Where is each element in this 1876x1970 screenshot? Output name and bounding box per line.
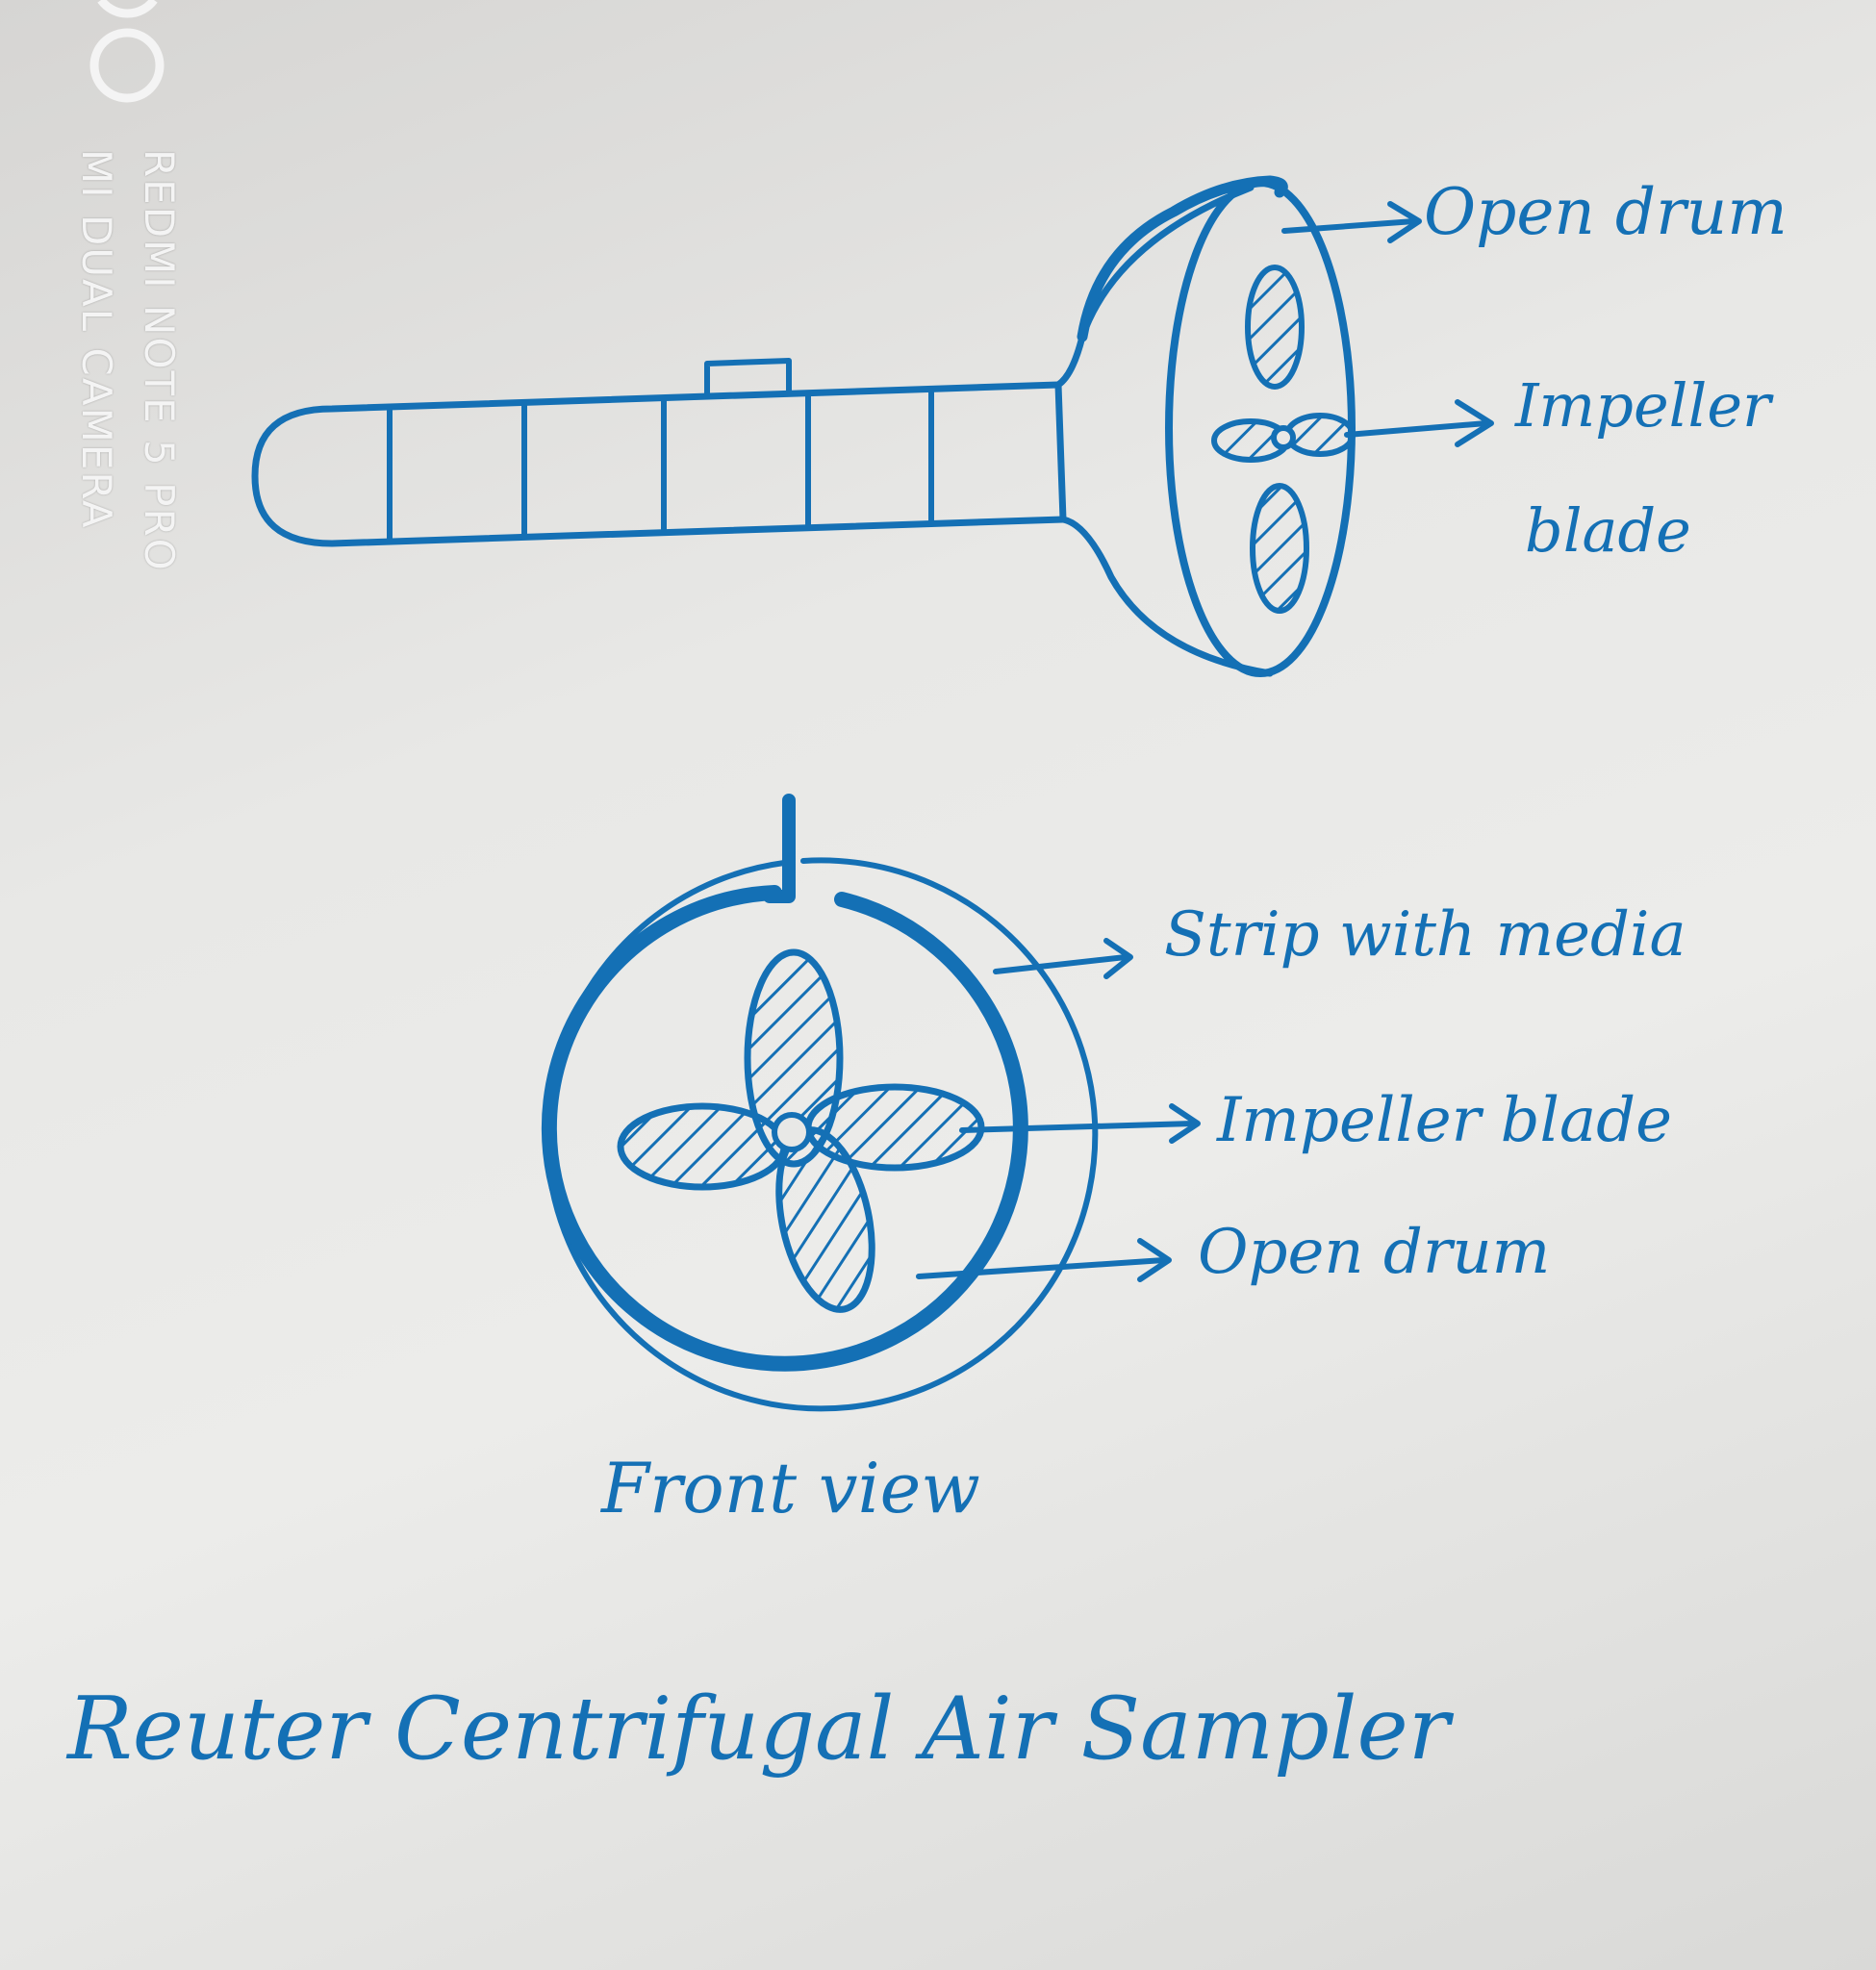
handle-switch [704, 358, 792, 399]
side-leaders [1281, 201, 1494, 447]
label-strip-with-media: Strip with media [1164, 899, 1686, 971]
front-leaders [916, 938, 1201, 1282]
sampler-drum-shell [1077, 175, 1288, 342]
watermark-ring-icon [89, 0, 165, 103]
label-open-drum-front: Open drum [1198, 1217, 1551, 1288]
sampler-neck [1054, 184, 1255, 389]
label-impeller-side-line2: blade [1525, 495, 1691, 566]
front-view-caption: Front view [601, 1448, 980, 1528]
side-impeller-blade [1211, 265, 1356, 614]
label-open-drum-side: Open drum [1424, 175, 1787, 249]
side-view-sampler [251, 175, 1494, 677]
front-view-sampler [541, 794, 1201, 1412]
diagram-title: Reuter Centrifugal Air Sampler [67, 1679, 1450, 1780]
media-strip [541, 885, 1028, 1372]
label-impeller-side-line1: Impeller [1515, 370, 1771, 441]
camera-watermark [77, 0, 192, 596]
front-impeller-blade [617, 948, 985, 1313]
sampler-handle [251, 381, 1067, 547]
label-impeller-front: Impeller blade [1217, 1085, 1672, 1156]
handle-segments [387, 388, 934, 544]
